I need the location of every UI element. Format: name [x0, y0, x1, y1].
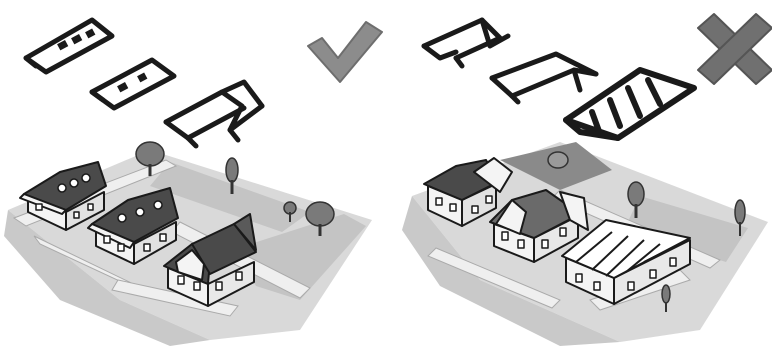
left-panel-correct	[4, 20, 382, 346]
roof-outline-4	[424, 20, 508, 66]
cross-icon	[698, 14, 772, 84]
right-panel-incorrect	[402, 14, 772, 346]
checkmark-icon	[308, 22, 382, 82]
roof-outline-5	[492, 54, 596, 102]
roof-outline-6	[566, 70, 694, 138]
roof-outline-3	[166, 82, 262, 146]
roof-outline-1	[26, 20, 112, 72]
roof-outline-2	[92, 60, 174, 108]
